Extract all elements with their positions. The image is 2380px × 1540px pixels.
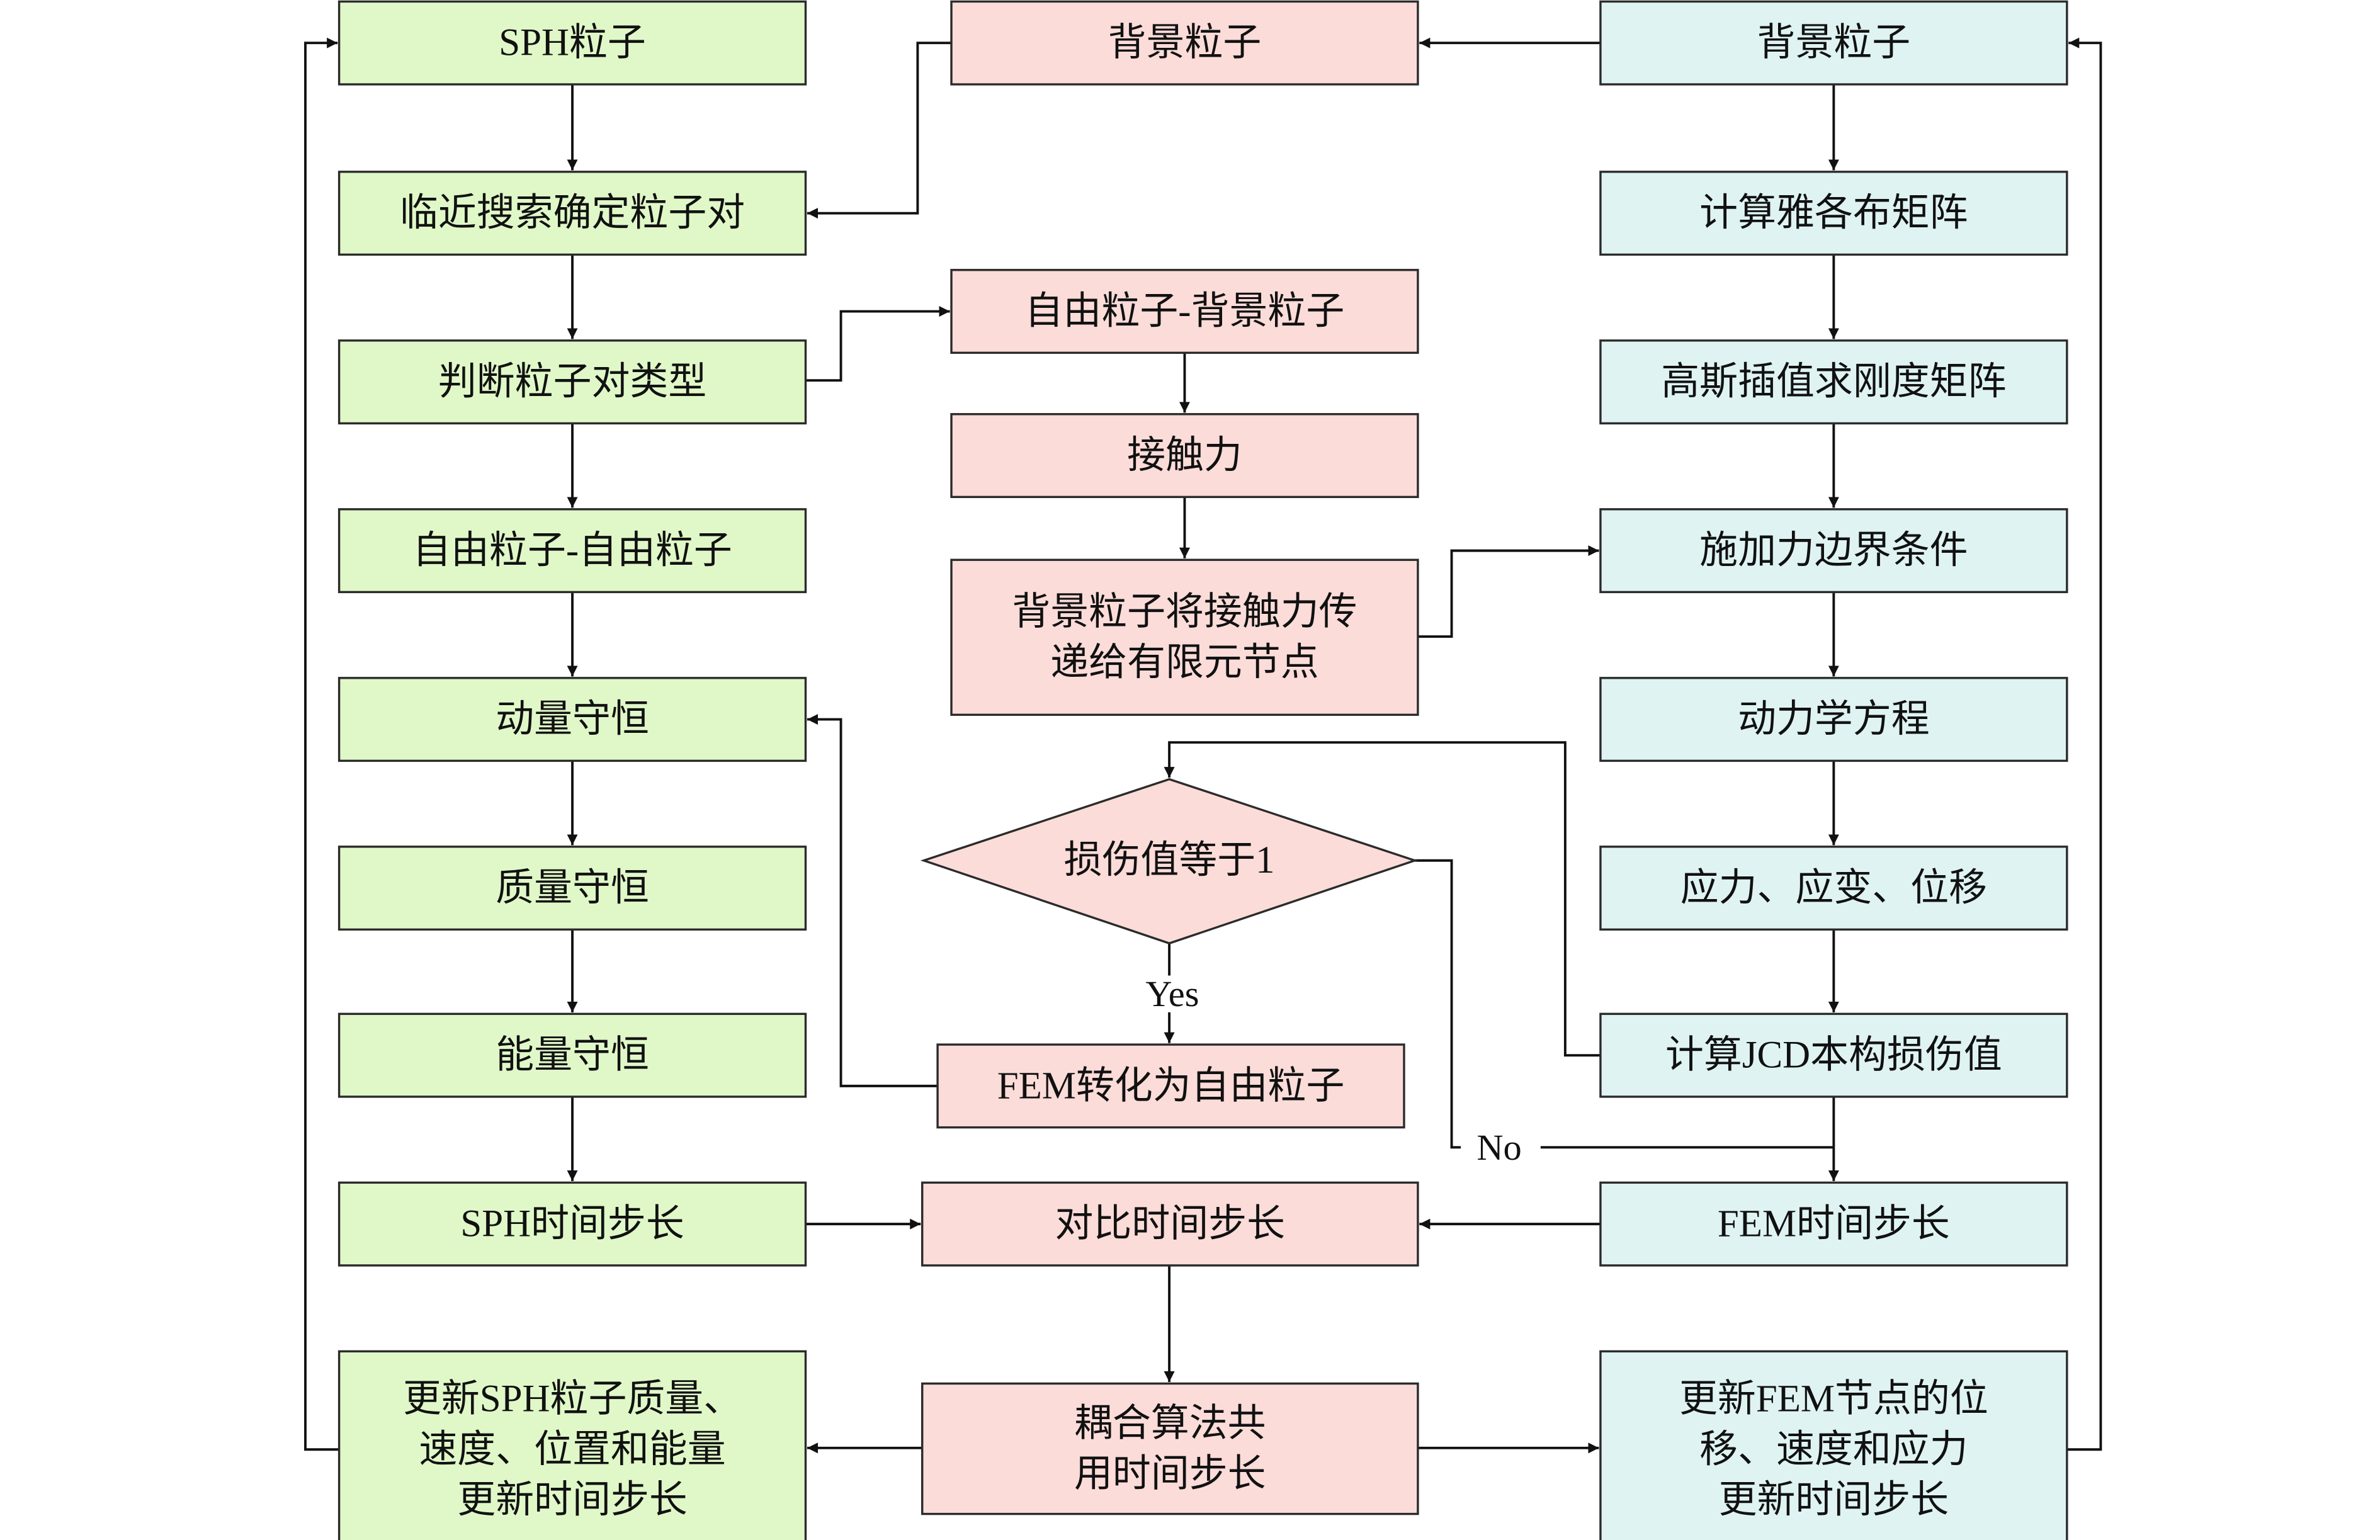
node-label: 应力、应变、位移 bbox=[1680, 867, 1987, 909]
node-sph-timestep: SPH时间步长 bbox=[337, 1181, 807, 1267]
process-box bbox=[337, 677, 807, 762]
node-label: 更新时间步长 bbox=[1719, 1479, 1949, 1521]
node-free-bg: 自由粒子-背景粒子 bbox=[950, 269, 1419, 354]
node-bg-particles-right: 背景粒子 bbox=[1599, 0, 2068, 86]
process-box bbox=[950, 0, 1419, 86]
no-label: No bbox=[1476, 1127, 1521, 1168]
node-mass: 质量守恒 bbox=[337, 846, 807, 931]
node-label: 更新时间步长 bbox=[457, 1479, 688, 1521]
node-stress-strain: 应力、应变、位移 bbox=[1599, 846, 2068, 931]
node-label: FEM时间步长 bbox=[1718, 1203, 1950, 1245]
node-momentum: 动量守恒 bbox=[337, 677, 807, 762]
node-label: 动量守恒 bbox=[496, 698, 649, 740]
node-damage-check: 损伤值等于1 bbox=[920, 778, 1419, 945]
process-box bbox=[936, 1043, 1405, 1129]
node-judge-pair-type: 判断粒子对类型 bbox=[337, 339, 807, 425]
process-box bbox=[1599, 339, 2068, 425]
node-label: 自由粒子-自由粒子 bbox=[412, 529, 732, 572]
node-label: 临近搜索确定粒子对 bbox=[400, 192, 745, 234]
process-box bbox=[337, 846, 807, 931]
edge-update-sph-loop bbox=[304, 37, 339, 1451]
node-label: SPH时间步长 bbox=[460, 1203, 684, 1245]
process-box bbox=[1599, 1012, 2068, 1098]
node-label: 损伤值等于1 bbox=[1064, 839, 1275, 881]
process-box bbox=[1599, 171, 2068, 256]
node-jcd-damage: 计算JCD本构损伤值 bbox=[1599, 1012, 2068, 1098]
process-box bbox=[921, 1382, 1419, 1515]
edge-femfree-to-momentum bbox=[807, 714, 938, 1087]
node-label: 更新FEM节点的位 bbox=[1679, 1378, 1988, 1420]
nodes: SPH粒子临近搜索确定粒子对判断粒子对类型自由粒子-自由粒子动量守恒质量守恒能量… bbox=[337, 0, 2068, 1540]
node-jacobian: 计算雅各布矩阵 bbox=[1599, 171, 2068, 256]
edge-bg-to-search bbox=[807, 42, 952, 219]
process-box bbox=[1599, 0, 2068, 86]
process-box bbox=[950, 413, 1419, 499]
process-box bbox=[1599, 846, 2068, 931]
node-energy: 能量守恒 bbox=[337, 1012, 807, 1098]
process-box bbox=[337, 1012, 807, 1098]
node-gauss-stiffness: 高斯插值求刚度矩阵 bbox=[1599, 339, 2068, 425]
node-label: 计算JCD本构损伤值 bbox=[1665, 1034, 2002, 1077]
process-box bbox=[950, 269, 1419, 354]
node-fem-to-free: FEM转化为自由粒子 bbox=[936, 1043, 1405, 1129]
node-compare-timestep: 对比时间步长 bbox=[921, 1181, 1419, 1267]
edge-transfer-to-boundary bbox=[1417, 545, 1599, 638]
decision-diamond bbox=[920, 778, 1419, 945]
process-box bbox=[337, 0, 807, 86]
process-box bbox=[921, 1181, 1419, 1267]
process-box bbox=[337, 171, 807, 256]
node-label: 移、速度和应力 bbox=[1699, 1429, 1968, 1471]
process-box bbox=[950, 558, 1419, 716]
process-box bbox=[1599, 508, 2068, 594]
node-label: 背景粒子将接触力传 bbox=[1012, 591, 1357, 633]
node-force-boundary: 施加力边界条件 bbox=[1599, 508, 2068, 594]
edges bbox=[304, 37, 2102, 1454]
node-label: 递给有限元节点 bbox=[1050, 642, 1318, 684]
node-sph-particles: SPH粒子 bbox=[337, 0, 807, 86]
process-box bbox=[337, 1181, 807, 1267]
node-label: 背景粒子 bbox=[1108, 22, 1262, 64]
node-label: 背景粒子 bbox=[1757, 22, 1911, 64]
process-box bbox=[337, 508, 807, 594]
node-free-free: 自由粒子-自由粒子 bbox=[337, 508, 807, 594]
node-label: 更新SPH粒子质量、 bbox=[403, 1378, 742, 1420]
node-label: 计算雅各布矩阵 bbox=[1699, 192, 1968, 234]
node-label: 质量守恒 bbox=[496, 867, 649, 909]
node-label: 接触力 bbox=[1127, 434, 1242, 477]
node-label: 用时间步长 bbox=[1074, 1453, 1266, 1495]
node-fem-timestep: FEM时间步长 bbox=[1599, 1181, 2068, 1267]
node-label: 高斯插值求刚度矩阵 bbox=[1661, 361, 2006, 403]
process-box bbox=[1599, 677, 2068, 762]
node-label: 施加力边界条件 bbox=[1699, 529, 1968, 572]
process-box bbox=[1599, 1350, 2068, 1540]
yes-label: Yes bbox=[1145, 973, 1199, 1014]
node-label: 自由粒子-背景粒子 bbox=[1025, 290, 1345, 332]
node-label: 耦合算法共 bbox=[1074, 1402, 1266, 1444]
node-label: SPH粒子 bbox=[499, 22, 646, 64]
node-label: FEM转化为自由粒子 bbox=[997, 1065, 1345, 1107]
node-label: 能量守恒 bbox=[496, 1034, 649, 1077]
edge-update-fem-loop bbox=[2066, 37, 2102, 1451]
node-neighbor-search: 临近搜索确定粒子对 bbox=[337, 171, 807, 256]
edge-jcd-to-diamond bbox=[1164, 741, 1601, 1057]
node-bg-particles-center: 背景粒子 bbox=[950, 0, 1419, 86]
process-box bbox=[1599, 1181, 2068, 1267]
node-dynamics-eq: 动力学方程 bbox=[1599, 677, 2068, 762]
node-contact-force: 接触力 bbox=[950, 413, 1419, 499]
node-label: 速度、位置和能量 bbox=[419, 1429, 725, 1471]
process-box bbox=[337, 339, 807, 425]
node-label: 动力学方程 bbox=[1738, 698, 1930, 740]
process-box bbox=[337, 1350, 807, 1540]
node-label: 判断粒子对类型 bbox=[438, 361, 706, 403]
edge-judge-to-freebg bbox=[805, 306, 950, 382]
edge-diamond-no-a bbox=[1415, 859, 1461, 1149]
node-label: 对比时间步长 bbox=[1055, 1203, 1286, 1245]
